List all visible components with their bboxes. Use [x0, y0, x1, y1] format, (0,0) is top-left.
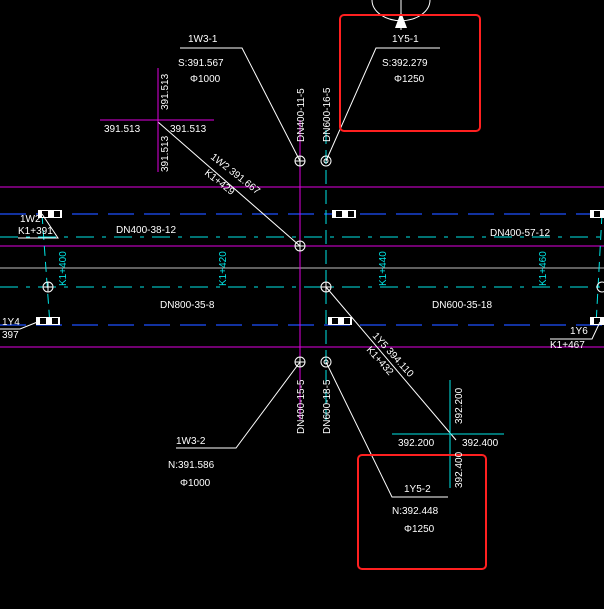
leader-1y6-chain	[550, 321, 601, 340]
grid-tl-right: 391.513	[170, 124, 207, 135]
grid-tl-bottom: 391.513	[160, 135, 171, 172]
label-1w3-2-elev: N:391.586	[168, 460, 215, 471]
grid-tl-top: 391.513	[160, 73, 171, 110]
grid-br-bottom: 392.400	[454, 451, 465, 488]
label-1w3-2-dia: Φ1000	[180, 478, 211, 489]
label-1y6-chain: 1Y6	[570, 326, 588, 337]
label-1w3-1-dia: Φ1000	[190, 74, 221, 85]
cyan-curve-right	[595, 213, 603, 326]
leader-1w2-diag	[157, 121, 301, 247]
grid-br-left: 392.200	[398, 438, 435, 449]
leader-1w3-2	[176, 361, 301, 449]
grid-cross-top-left	[100, 68, 214, 172]
label-station-k1-400: K1+400	[58, 251, 69, 286]
label-1y5-2-elev: N:392.448	[392, 506, 439, 517]
label-1y6-station: K1+467	[550, 340, 585, 351]
label-1w2-chain: 1W2	[20, 214, 41, 225]
label-1y4-station: 397	[2, 330, 19, 341]
manhole-1y5-2	[320, 356, 332, 368]
label-pipe-dn600-16-5: DN600-16-5	[322, 87, 333, 142]
label-pipe-dn600-18-5: DN600-18-5	[322, 379, 333, 434]
label-1y5-2-id: 1Y5-2	[404, 484, 431, 495]
manhole-right	[596, 281, 604, 293]
label-1w3-2-id: 1W3-2	[176, 436, 206, 447]
leader-1y5-1	[325, 47, 440, 162]
label-1w2-station: K1+391	[18, 226, 53, 237]
inlet-marker-center-bottom	[328, 317, 352, 325]
grid-tl-left: 391.513	[104, 124, 141, 135]
label-1y5-1-dia: Φ1250	[394, 74, 425, 85]
leader-1w3-1	[180, 47, 301, 162]
inlet-marker-left-bottom	[36, 317, 60, 325]
label-1y5-1-elev: S:392.279	[382, 58, 428, 69]
grid-br-right: 392.400	[462, 438, 499, 449]
label-pipe-dn400-11-5: DN400-11-5	[296, 88, 307, 142]
leader-1y5-diag	[325, 286, 457, 441]
leader-1y4-chain	[0, 320, 41, 330]
leader-1w2-chain	[18, 213, 59, 239]
inlet-marker-right-top	[590, 210, 604, 218]
manhole-1y5-1	[320, 155, 332, 167]
label-1w3-1-id: 1W3-1	[188, 34, 218, 45]
manhole-left	[42, 281, 54, 293]
label-1y5-1-id: 1Y5-1	[392, 34, 419, 45]
label-pipe-dn600-35-18: DN600-35-18	[432, 300, 492, 311]
highlight-box-1y5-2	[357, 454, 487, 570]
cyan-curve-left	[41, 213, 51, 326]
label-pipe-dn400-57-12: DN400-57-12	[490, 228, 550, 239]
label-pipe-dn400-38-12: DN400-38-12	[116, 225, 176, 236]
highlight-box-1y5-1	[339, 14, 481, 132]
label-1w3-1-elev: S:391.567	[178, 58, 224, 69]
label-1y4-chain: 1Y4	[2, 317, 20, 328]
leader-1y5-2	[325, 361, 448, 498]
label-station-k1-420: K1+420	[218, 251, 229, 286]
label-pipe-dn800-35-8: DN800-35-8	[160, 300, 215, 311]
label-station-k1-460: K1+460	[538, 251, 549, 286]
label-1y5-2-dia: Φ1250	[404, 524, 435, 535]
inlet-marker-left-top	[38, 210, 62, 218]
label-station-k1-440: K1+440	[378, 251, 389, 286]
grid-br-top: 392.200	[454, 387, 465, 424]
inlet-marker-center-top	[332, 210, 356, 218]
label-pipe-dn400-15-5: DN400-15-5	[296, 379, 307, 434]
inlet-marker-right-bottom	[590, 317, 604, 325]
grid-cross-bottom-right	[392, 380, 504, 488]
